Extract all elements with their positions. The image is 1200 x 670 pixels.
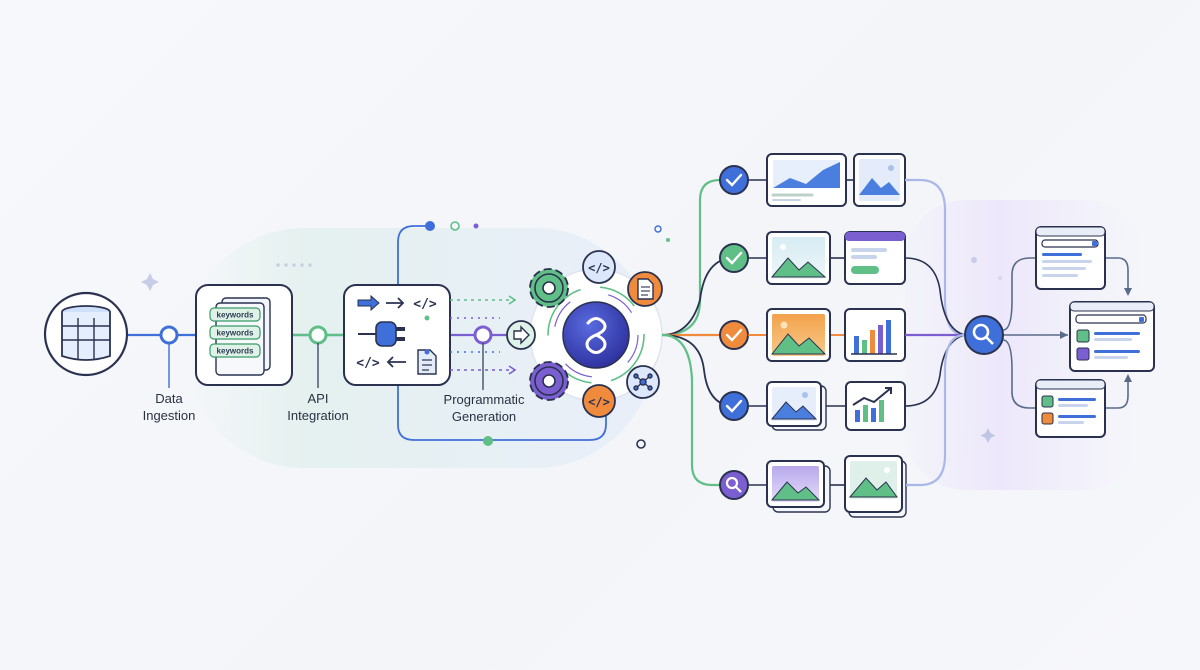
keyword-tag: keywords (217, 347, 254, 356)
web-page-icon (1035, 379, 1106, 438)
code-tag: </> (588, 395, 610, 409)
gear-icon (529, 361, 569, 401)
data-ingestion-label: Data Ingestion (142, 391, 196, 423)
keyword-card: keywords keywords keywords (195, 284, 293, 386)
gear-icon (529, 268, 569, 308)
code-badge: </> (582, 250, 616, 284)
loop-dot-a (450, 221, 460, 231)
network-badge (626, 365, 660, 399)
arrow-left-icon (386, 356, 406, 368)
content-card-photo-stack (766, 381, 827, 431)
search-node (964, 315, 1004, 355)
data-ingestion-node (159, 325, 179, 345)
search-icon (972, 323, 994, 345)
conn-dot (424, 349, 430, 355)
sparkle-icon (141, 273, 159, 291)
web-page-icon (1035, 226, 1106, 290)
code-tag: </> (356, 356, 380, 371)
plug-icon (358, 321, 405, 347)
content-card-violet-stack (766, 460, 831, 513)
document-badge (627, 271, 663, 307)
dotted-trail (276, 263, 312, 267)
content-card-sunset (766, 308, 831, 362)
content-card-image (853, 153, 906, 207)
loop-dot-d (636, 439, 646, 449)
programmatic-generation-node (473, 325, 493, 345)
content-card-web (844, 231, 906, 285)
arrow-right-icon (386, 297, 405, 309)
check-icon (725, 399, 743, 413)
output-branches (1002, 257, 1132, 409)
check-icon (725, 328, 743, 342)
arrow-right-icon (513, 325, 530, 345)
keyword-tag: keywords (217, 311, 254, 320)
check-badge (719, 391, 749, 421)
keyword-tag: keywords (217, 329, 254, 338)
conn-dot (424, 315, 430, 321)
deco-dot (971, 257, 977, 263)
content-card-mountain-stack (844, 455, 907, 518)
hub-input-node (506, 320, 536, 350)
search-badge (719, 470, 749, 500)
network-icon (633, 373, 653, 391)
check-icon (725, 251, 743, 265)
api-integration-label: API Integration (287, 391, 349, 423)
api-card: </> </> (343, 284, 451, 386)
merge-lines (904, 178, 966, 487)
document-icon (637, 278, 654, 300)
check-badge (719, 165, 749, 195)
content-card-chart-wide (766, 153, 847, 207)
ai-hub-icon (585, 317, 607, 354)
web-page-icon (1069, 301, 1155, 372)
code-tag: </> (413, 297, 437, 312)
check-icon (725, 173, 743, 187)
loop-dot-f (666, 238, 670, 242)
loop-dot-top (425, 221, 435, 231)
code-badge: </> (582, 384, 616, 418)
card-connectors (748, 179, 854, 486)
arrow-right-icon (357, 294, 380, 312)
search-icon (725, 476, 742, 493)
content-card-landscape (766, 231, 831, 285)
loop-dot-e (654, 225, 662, 233)
content-card-trend-chart (845, 381, 906, 431)
api-loop-line (397, 225, 430, 332)
check-badge (719, 320, 749, 350)
database-icon (61, 305, 111, 361)
api-loop-bottom (397, 350, 607, 441)
api-integration-node (308, 325, 328, 345)
database-node (43, 291, 129, 377)
deco-dot (998, 276, 1002, 280)
loop-dot-c (483, 436, 493, 446)
api-connectors (450, 295, 517, 375)
programmatic-generation-label: Programmatic Generation (443, 392, 525, 424)
sparkle-icon (980, 428, 996, 443)
content-card-bar-chart (844, 308, 906, 362)
loop-dot-b (473, 223, 479, 229)
code-tag: </> (588, 261, 610, 275)
check-badge (719, 243, 749, 273)
